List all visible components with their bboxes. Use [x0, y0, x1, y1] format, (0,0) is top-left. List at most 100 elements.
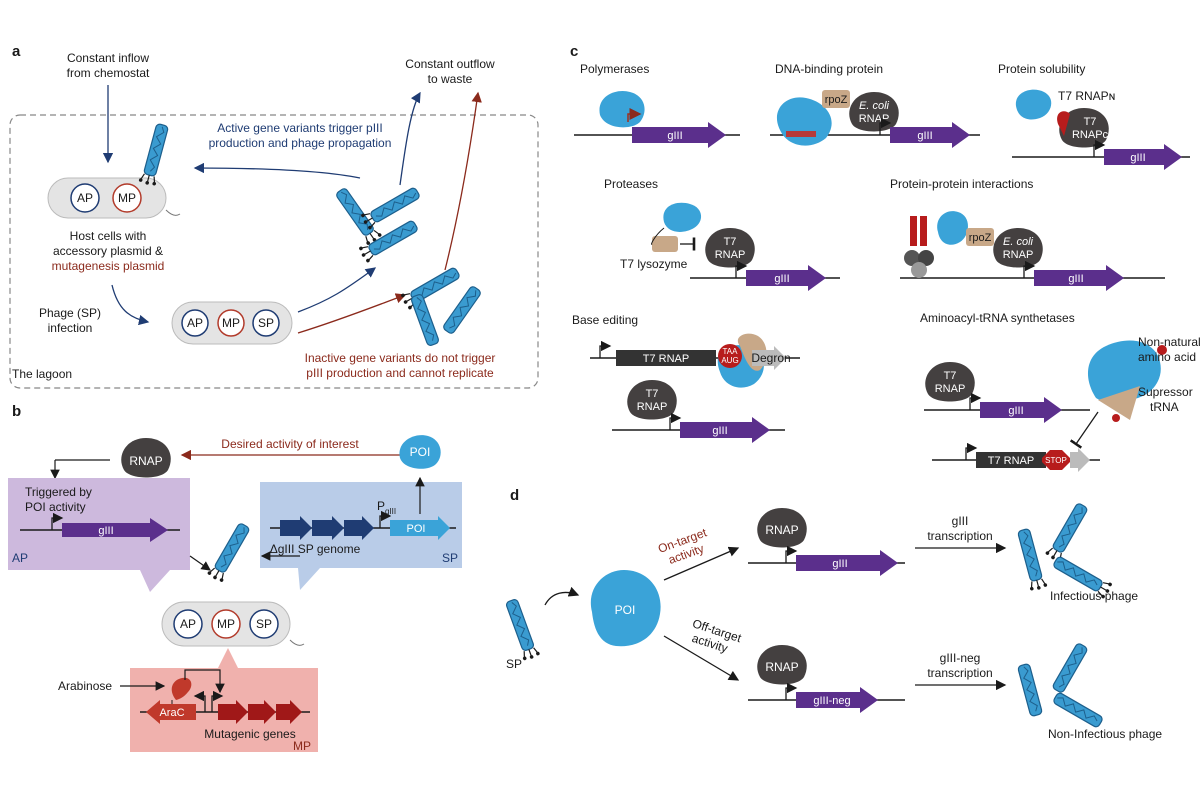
supressor-line-2: tRNA — [1150, 400, 1179, 414]
aars-giii — [980, 397, 1062, 423]
ap-giii-gene — [62, 518, 168, 542]
be-degron-tag — [752, 346, 786, 370]
b-ap-label: AP — [180, 617, 196, 631]
host-attached-phage — [137, 122, 172, 188]
ap-to-phage-arrow — [189, 555, 211, 571]
host-mp-label: MP — [118, 191, 136, 205]
dnab-operator — [786, 131, 816, 137]
aars-t7-gene-label: T7 RNAP — [988, 455, 1034, 467]
giii-neg-tx-line-1: gIII-neg — [940, 651, 981, 665]
be-giii — [680, 417, 770, 443]
be-promoter-2 — [670, 418, 680, 430]
be-rnap-label: RNAP — [637, 401, 668, 413]
sp-genome-gene-1 — [280, 516, 312, 540]
host-line-2: accessory plasmid & — [53, 244, 163, 258]
be-codon — [718, 344, 742, 368]
ppi-promoter — [1024, 266, 1034, 278]
mutagenic-label: Mutagenic genes — [204, 727, 295, 741]
sp-genome-gene-2 — [312, 516, 344, 540]
inflow-line-1: Constant inflow — [67, 51, 149, 65]
base-editing-title: Base editing — [572, 313, 638, 327]
d-sp-to-poi-arrow — [544, 586, 580, 606]
sol-promoter — [1094, 145, 1104, 157]
panel-a-label: a — [12, 43, 21, 60]
arac-label: AraC — [159, 707, 184, 719]
infectious-phage-1 — [1014, 527, 1049, 593]
b-pilus — [289, 639, 305, 646]
be-t7-gene — [616, 350, 716, 366]
be-promoter-1 — [600, 346, 610, 358]
aars-t7-label: T7 — [944, 370, 957, 382]
ppi-rpoz-label: rpoZ — [969, 232, 992, 244]
arac-promoter — [193, 690, 206, 712]
d-sp-phage — [502, 596, 542, 663]
host-pilus — [165, 209, 181, 216]
solubility-title: Protein solubility — [998, 62, 1085, 76]
inactive-phage-1 — [398, 263, 463, 312]
arac-activation-arrow — [184, 669, 225, 694]
mp-callout — [130, 648, 318, 752]
inactive-branch-arrow — [297, 293, 407, 334]
infection-line-1: Phage (SP) — [39, 306, 101, 320]
inactive-line-2: pIII production and cannot replicate — [306, 366, 494, 380]
dnab-ecoli-label: E. coli — [859, 100, 890, 112]
d-off-giii-neg-label: gIII-neg — [813, 695, 850, 707]
noninfectious-phage-1 — [1016, 662, 1044, 718]
aars-t7-gene — [976, 452, 1046, 468]
panel-a: a The lagoon Constant inflow from chemos… — [9, 43, 539, 389]
be-aug-label: AUG — [721, 356, 738, 365]
outflow-line-1: Constant outflow — [405, 57, 495, 71]
dnab-rpoz-label: rpoZ — [825, 94, 848, 106]
aars-giii-label: gIII — [1008, 405, 1023, 417]
sol-split-link — [1057, 111, 1070, 136]
prot-promoter — [736, 266, 746, 278]
prot-linker — [651, 227, 665, 245]
nnaa-line-1: Non-natural — [1138, 335, 1200, 349]
mutagenic-gene-2 — [248, 700, 276, 724]
panel-c-label: c — [570, 43, 578, 60]
aars-nnaa — [1157, 345, 1167, 355]
outflow-arrow-red — [444, 91, 482, 271]
sol-giii — [1104, 144, 1182, 170]
d-on-rnap-label: RNAP — [765, 523, 798, 537]
b-sp-label: SP — [256, 617, 272, 631]
host-mp-plasmid — [112, 183, 142, 213]
ap-giii-label: gIII — [98, 525, 113, 537]
dna-binding-title: DNA-binding protein — [775, 62, 883, 76]
genome-label: ΔgIII SP genome — [270, 542, 361, 556]
aars-promoter-2 — [966, 448, 976, 460]
prot-giii-label: gIII — [774, 273, 789, 285]
d-on-promoter — [786, 551, 796, 563]
aars-suppression — [1069, 411, 1099, 449]
inflow-line-2: from chemostat — [67, 66, 150, 80]
infected-sp-label: SP — [258, 316, 274, 330]
sol-protein — [1015, 89, 1052, 120]
mutagenic-gene-3 — [276, 700, 302, 724]
d-poi — [590, 570, 661, 647]
lysozyme-label: T7 lysozyme — [620, 257, 688, 271]
sp-genome-gene-3 — [344, 516, 374, 540]
b-sp-plasmid — [249, 609, 279, 639]
panel-d-label: d — [510, 487, 519, 504]
sol-t7-label: T7 — [1084, 116, 1097, 128]
mutagenic-promoter — [211, 690, 224, 712]
infected-ap-label: AP — [187, 316, 203, 330]
b-poi-label: POI — [410, 445, 431, 459]
proteases-title: Proteases — [604, 177, 658, 191]
giii-neg-tx-line-2: transcription — [927, 666, 992, 680]
aars-trna — [1098, 386, 1140, 420]
b-mp-label: MP — [217, 617, 235, 631]
lagoon-label: The lagoon — [12, 367, 72, 381]
dnab-giii — [890, 122, 970, 148]
active-branch-arrow — [297, 267, 377, 313]
poly-giii-label: gIII — [667, 130, 682, 142]
panel-b: b RNAP Desired activity of interest POI … — [8, 403, 462, 753]
aars-enzyme — [1087, 340, 1161, 403]
ppi-rpoz — [966, 228, 994, 246]
poly-promoter — [627, 108, 642, 122]
dnab-rnap-label: RNAP — [859, 113, 890, 125]
inactive-phage-3 — [441, 284, 483, 336]
panel-c: c Polymerases gIII DNA-binding protein r… — [570, 43, 1200, 472]
be-t7-gene-label: T7 RNAP — [643, 353, 689, 365]
